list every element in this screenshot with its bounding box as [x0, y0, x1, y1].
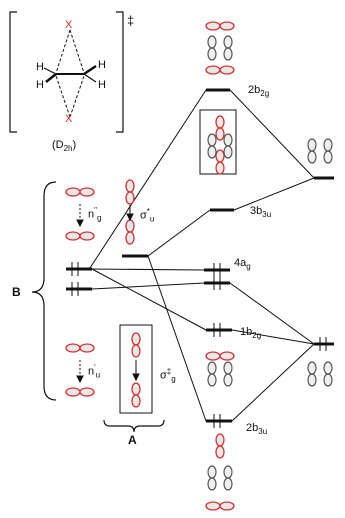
dagger-symbol: ‡	[127, 13, 135, 28]
energy-levels	[66, 88, 334, 423]
frag-label-sigma-g: σ‡g	[160, 367, 176, 384]
level-label-1b2g: 1b2g	[240, 326, 262, 340]
frag-label-n-u: n'u	[88, 363, 101, 380]
x-atom-top: X	[65, 19, 73, 31]
correlation-lines	[89, 89, 315, 422]
box-sigma-g	[119, 324, 153, 414]
transition-arrows	[76, 204, 140, 384]
point-group-label: (D2h)	[52, 139, 77, 153]
level-label-3b3u: 3b3u	[250, 205, 272, 219]
h-atom-left-top: H	[36, 61, 44, 73]
h-atom-left-bottom: H	[36, 79, 44, 91]
level-label-2b2g: 2b2g	[248, 84, 270, 98]
frag-label-n-g: n"g	[88, 206, 102, 223]
brace-b	[31, 181, 57, 401]
frag-label-sigma-u: σ*u	[140, 207, 155, 224]
h-atom-right-bottom: H	[98, 79, 106, 91]
ts-structure	[43, 29, 97, 118]
group-label-a: A	[128, 433, 137, 447]
level-label-4ag: 4ag	[234, 257, 251, 271]
h-atom-right-top: H	[98, 59, 106, 71]
brace-a	[103, 419, 165, 433]
x-atom-bottom: X	[65, 113, 73, 125]
group-label-b: B	[12, 285, 21, 299]
level-label-2b3u: 2b3u	[246, 422, 268, 436]
electron-arrows	[71, 262, 327, 428]
ts-bracket	[9, 11, 124, 133]
